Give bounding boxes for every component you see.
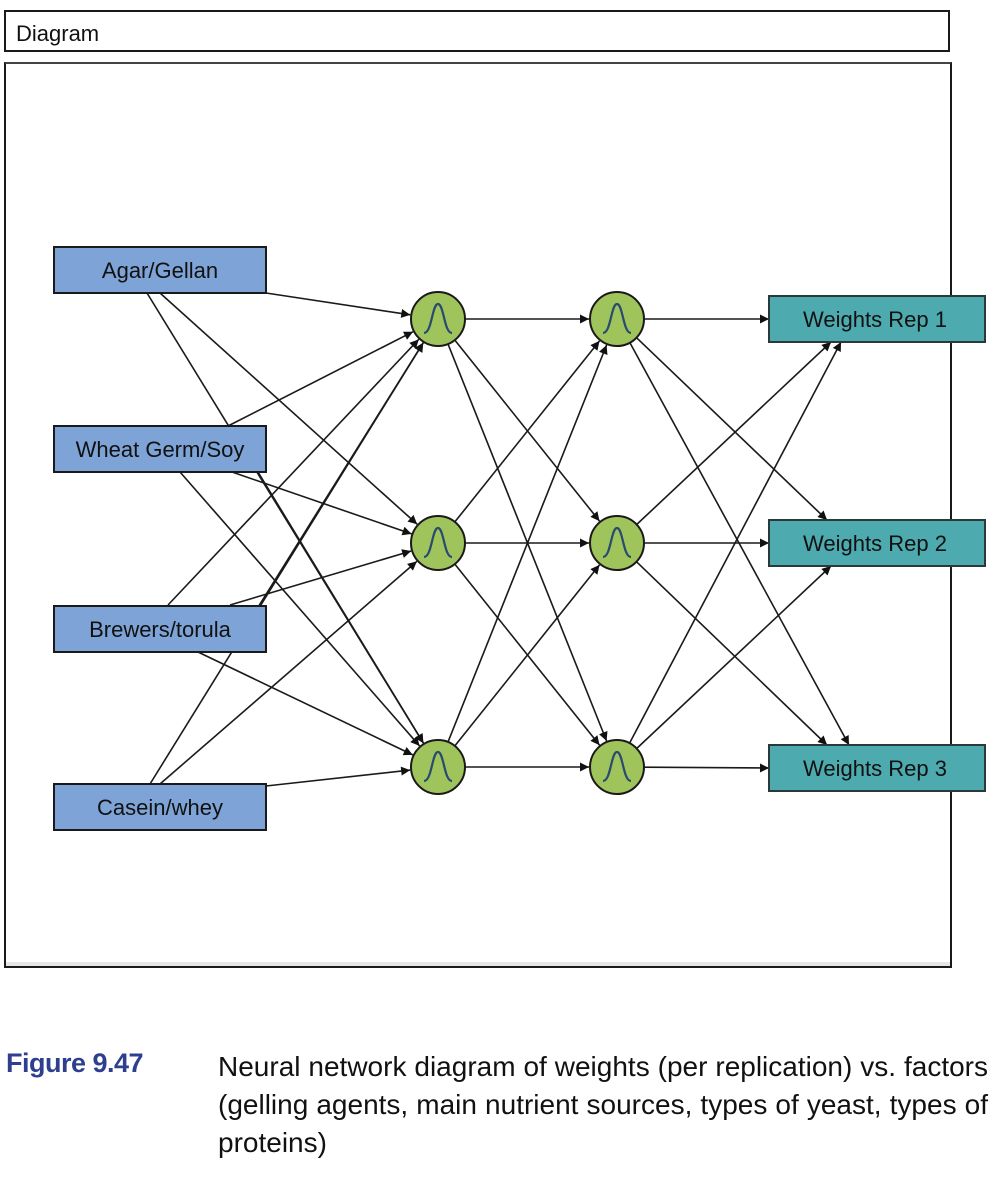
- output-node-box: [768, 519, 986, 567]
- input-node-label: Agar/Gellan: [102, 258, 218, 283]
- hidden2-node-h2a: [589, 291, 645, 347]
- input-node-label: Wheat Germ/Soy: [76, 437, 245, 462]
- edge-hidden1-to-hidden2: [454, 564, 601, 747]
- input-node-box: [53, 605, 267, 653]
- hidden-node-circle: [589, 515, 645, 571]
- hidden1-node-h1b: [410, 515, 466, 571]
- input-node-label: Casein/whey: [97, 795, 223, 820]
- edge-hidden1-to-hidden2: [454, 340, 601, 523]
- gaussian-activation-icon: [602, 302, 632, 335]
- input-node-label: Brewers/torula: [89, 617, 232, 642]
- edge-hidden2-to-output: [635, 337, 828, 521]
- edge-input-to-hidden1: [159, 292, 418, 525]
- diagram-title-bar: Diagram: [4, 10, 950, 52]
- edge-hidden2-to-output: [628, 341, 842, 744]
- gaussian-activation-icon: [602, 526, 632, 559]
- edge-hidden1-to-hidden2: [447, 344, 608, 743]
- edge-input-to-hidden1: [265, 292, 411, 318]
- edge-hidden2-to-output: [629, 342, 850, 746]
- input-node-in4: Casein/whey: [53, 783, 267, 831]
- input-node-box: [53, 246, 267, 294]
- edge-input-to-hidden1: [159, 560, 418, 785]
- edge-input-to-hidden1: [179, 471, 421, 747]
- input-node-box: [53, 783, 267, 831]
- gaussian-activation-icon: [423, 750, 453, 783]
- hidden2-node-h2c: [589, 739, 645, 795]
- hidden1-node-h1c: [410, 739, 466, 795]
- edge-hidden2-to-output: [636, 341, 832, 526]
- gaussian-activation-icon: [423, 302, 453, 335]
- output-node-label: Weights Rep 1: [803, 307, 947, 332]
- output-node-label: Weights Rep 3: [803, 756, 947, 781]
- figure-number: Figure 9.47: [6, 1048, 144, 1078]
- output-node-box: [768, 744, 986, 792]
- edge-input-to-hidden1: [197, 651, 414, 756]
- input-node-in1: Agar/Gellan: [53, 246, 267, 294]
- hidden-node-circle: [410, 515, 466, 571]
- hidden2-node-h2b: [589, 515, 645, 571]
- edge-input-to-hidden1: [167, 338, 420, 606]
- edge-input-to-hidden1: [229, 342, 424, 653]
- hidden-node-circle: [589, 739, 645, 795]
- output-node-out2: Weights Rep 2: [768, 519, 986, 567]
- input-node-in3: Brewers/torula: [53, 605, 267, 653]
- output-node-out3: Weights Rep 3: [768, 744, 986, 792]
- edge-input-to-hidden1: [231, 471, 412, 536]
- gaussian-activation-icon: [602, 750, 632, 783]
- edge-input-to-hidden1: [227, 330, 414, 427]
- hidden-node-circle: [589, 291, 645, 347]
- hidden-node-circle: [410, 291, 466, 347]
- output-node-out1: Weights Rep 1: [768, 295, 986, 343]
- hidden1-node-h1a: [410, 291, 466, 347]
- connections: [146, 292, 850, 787]
- edge-input-to-hidden1: [257, 471, 425, 744]
- edge-input-to-hidden1: [265, 766, 411, 787]
- diagram-title: Diagram: [16, 21, 100, 46]
- gaussian-activation-icon: [423, 526, 453, 559]
- edge-input-to-hidden1: [229, 549, 412, 606]
- output-node-label: Weights Rep 2: [803, 531, 947, 556]
- edge-hidden2-to-output: [636, 565, 832, 750]
- edge-hidden2-to-output: [635, 561, 828, 746]
- input-node-in2: Wheat Germ/Soy: [53, 425, 267, 473]
- edge-hidden2-to-output: [643, 763, 770, 773]
- hidden-node-circle: [410, 739, 466, 795]
- figure-caption-text: Neural network diagram of weights (per r…: [218, 1051, 988, 1158]
- output-node-box: [768, 295, 986, 343]
- input-node-box: [53, 425, 267, 473]
